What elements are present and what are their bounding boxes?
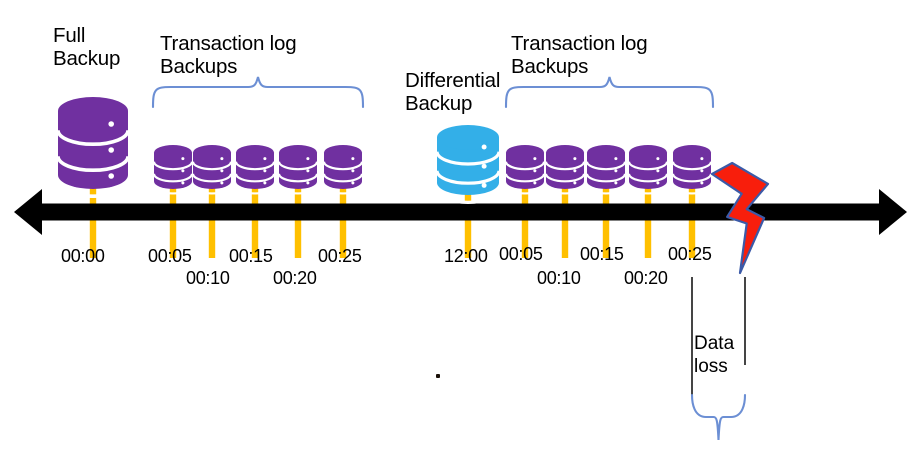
log-backup-icon-3 [234,145,276,195]
log-backup-time-label-5: 00:25 [318,246,362,266]
differential-backup-label: Differential Backup [405,69,501,115]
full-backup-icon [56,97,130,199]
log-backup-icon-1 [152,145,194,195]
lightning-bolt-icon [710,161,770,275]
log-backup-icon-5 [322,145,364,195]
log-backup-time-label-3: 00:15 [229,246,273,266]
log-backup-time-label-10: 00:25 [668,244,712,264]
log-backup-time-label-6: 00:05 [499,244,543,264]
data-loss-label: Data loss [694,333,735,378]
log-backup-icon-9 [627,145,669,195]
log-backup-time-label-7: 00:10 [537,268,581,288]
differential-backup-icon [435,124,501,204]
timeline-arrow [14,189,907,235]
log-backup-time-label-8: 00:15 [580,244,624,264]
brace-transaction-log-group-2 [504,76,715,109]
data-loss-brace [690,393,747,441]
log-backup-icon-6 [504,145,546,195]
log-backup-icon-4 [277,145,319,195]
brace-transaction-log-group-1 [151,76,365,109]
transaction-log-backups-label-1: Transaction log Backups [160,32,297,78]
log-backup-icon-2 [191,145,233,195]
differential-backup-stalk [464,189,472,258]
log-backup-time-label-9: 00:20 [624,268,668,288]
log-backup-time-label-1: 00:05 [148,246,192,266]
log-backup-icon-10 [671,145,713,195]
transaction-log-backups-label-2: Transaction log Backups [511,32,648,78]
full-backup-label: Full Backup [53,24,121,70]
differential-backup-time-label: 12:00 [444,246,488,266]
log-backup-time-label-2: 00:10 [186,268,230,288]
log-backup-icon-8 [585,145,627,195]
data-loss-bracket [690,277,747,441]
log-backup-time-label-4: 00:20 [273,268,317,288]
log-backup-icon-7 [544,145,586,195]
stray-dot [436,374,440,378]
full-backup-time-label: 00:00 [61,246,105,266]
